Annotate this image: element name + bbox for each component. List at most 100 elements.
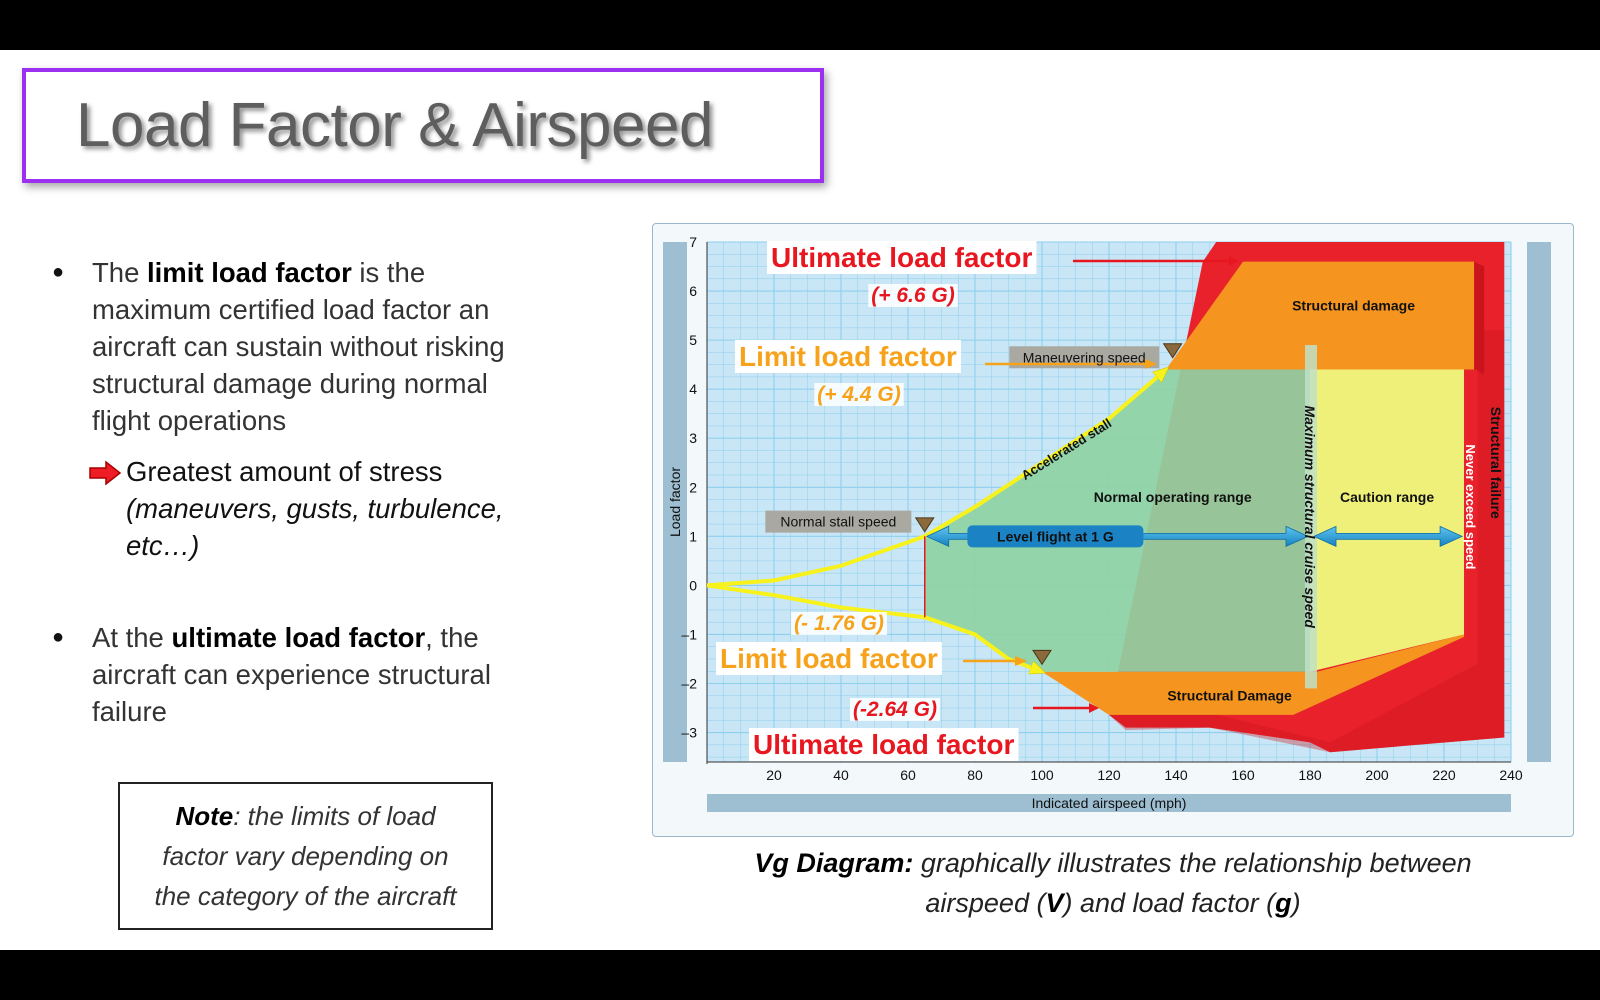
x-tick-label: 120 <box>1097 767 1121 783</box>
slide: Load Factor & Airspeed ● The limit load … <box>0 50 1600 950</box>
normal-operating-label: Normal operating range <box>1094 489 1252 505</box>
y-tick-label: 4 <box>689 381 697 397</box>
max-cruise-label: Maximum structural cruise speed <box>1302 405 1318 628</box>
bullet-text-segment: At the <box>92 622 172 653</box>
structural-damage-bottom-region <box>1042 634 1465 715</box>
structural-damage-top-region <box>1165 261 1475 370</box>
never-exceed-label: Never exceed speed <box>1463 444 1478 569</box>
bullet-text-segment: is the <box>351 257 426 288</box>
y-axis-label: Load factor <box>667 467 683 537</box>
caution-flight-arrow <box>1313 525 1464 547</box>
caption-bold: Vg Diagram: <box>754 848 914 878</box>
y-tick-label: 2 <box>689 479 697 495</box>
x-tick-label: 40 <box>833 767 849 783</box>
y-tick-label: –1 <box>681 626 697 642</box>
maneuvering-speed-marker <box>1162 343 1183 359</box>
y-tick-label: 7 <box>689 234 697 250</box>
ultimate-top-label: Ultimate load factor <box>771 242 1032 273</box>
structural-failure-shade <box>1109 330 1505 753</box>
bullet-text-segment: The <box>92 257 148 288</box>
negative-stall-marker <box>1032 649 1052 666</box>
bullet-text-segment: , the <box>425 622 479 653</box>
caption-g: g <box>1275 888 1292 918</box>
limit-bottom-label: Limit load factor <box>720 643 938 674</box>
bullet-line: aircraft can experience structural <box>92 659 491 690</box>
note-line: factor vary depending on <box>162 841 449 871</box>
sub-bullet-text: Greatest amount of stress (maneuvers, gu… <box>126 453 504 564</box>
structural-damage-bottom-label: Structural Damage <box>1167 688 1292 704</box>
y-tick-label: 5 <box>689 332 697 348</box>
caution-range-region <box>1310 369 1465 672</box>
regions <box>924 242 1505 753</box>
x-tick-label: 200 <box>1365 767 1389 783</box>
bullet-line: structural damage during normal <box>92 368 488 399</box>
bullet-line: maximum certified load factor an <box>92 294 490 325</box>
ultimate-bottom-value: (-2.64 G) <box>853 698 937 721</box>
sub-bullet-line-italic: etc…) <box>126 530 200 561</box>
caption-line: airspeed ( <box>925 888 1046 918</box>
bullet-line: aircraft can sustain without risking <box>92 331 505 362</box>
bullet-text: At the ultimate load factor, the aircraf… <box>92 619 491 730</box>
y-tick-label: 0 <box>689 577 697 593</box>
x-tick-label: 140 <box>1164 767 1188 783</box>
ultimate-top-value: (+ 6.6 G) <box>871 284 954 307</box>
slide-title: Load Factor & Airspeed <box>76 91 713 160</box>
right-side-bar <box>1527 242 1551 762</box>
structural-failure-label: Structural failure <box>1488 407 1504 519</box>
note-bold: Note <box>175 801 234 831</box>
positive-stall-curve <box>706 370 1166 588</box>
y-tick-label: 3 <box>689 430 697 446</box>
level-flight-label-bg <box>967 525 1144 548</box>
caption-line: ) <box>1291 888 1301 918</box>
normal-stall-speed-label-bg <box>765 510 912 533</box>
maneuvering-speed-label: Maneuvering speed <box>1023 349 1146 365</box>
max-cruise-bar <box>1305 345 1317 689</box>
x-tick-label: 20 <box>766 767 782 783</box>
limit-bottom-value: (- 1.76 G) <box>794 612 884 635</box>
y-tick-label: –2 <box>681 676 697 692</box>
structural-damage-top-edge <box>1474 261 1485 375</box>
x-tick-label: 80 <box>967 767 983 783</box>
x-tick-label: 240 <box>1499 767 1523 783</box>
note-line: the category of the aircraft <box>154 881 457 911</box>
bullet-line: failure <box>92 696 167 727</box>
limit-bottom-label-bg <box>716 642 942 675</box>
y-tick-label: 6 <box>689 283 697 299</box>
limit-top-value-bg <box>814 383 904 406</box>
caption-v: V <box>1045 888 1064 918</box>
x-tick-label: 180 <box>1298 767 1322 783</box>
caution-range-label: Caution range <box>1340 489 1434 505</box>
note-line: : the limits of load <box>233 801 436 831</box>
limit-top-label-bg <box>735 340 961 373</box>
bullet-marker: ● <box>52 626 65 648</box>
x-axis-label: Indicated airspeed (mph) <box>1032 795 1187 811</box>
red-arrow-icon <box>89 460 122 486</box>
ultimate-top-label-bg <box>767 241 1037 274</box>
structural-damage-top-label: Structural damage <box>1292 298 1415 314</box>
title-box: Load Factor & Airspeed <box>22 68 824 183</box>
ultimate-bottom-label: Ultimate load factor <box>753 729 1014 760</box>
normal-stall-speed-marker <box>914 517 935 533</box>
caption-line: graphically illustrates the relationship… <box>913 848 1472 878</box>
y-tick-label: 1 <box>689 528 697 544</box>
bullet-line: flight operations <box>92 405 287 436</box>
caption-line: ) and load factor ( <box>1063 888 1276 918</box>
x-tick-label: 60 <box>900 767 916 783</box>
diagram-caption: Vg Diagram: graphically illustrates the … <box>652 843 1574 923</box>
ultimate-bottom-label-bg <box>749 728 1019 761</box>
left-side-bar <box>663 242 687 762</box>
bullet-text: The limit load factor is the maximum cer… <box>92 254 505 439</box>
bullet-bold-term: ultimate load factor <box>171 622 426 653</box>
x-tick-label: 160 <box>1231 767 1255 783</box>
normal-stall-speed-label: Normal stall speed <box>780 514 896 530</box>
sub-bullet-line: Greatest amount of stress <box>126 456 443 487</box>
level-flight-label: Level flight at 1 G <box>997 528 1114 544</box>
ultimate-top-value-bg <box>868 284 958 307</box>
x-tick-label: 220 <box>1432 767 1456 783</box>
note-box: Note: the limits of load factor vary dep… <box>118 782 493 930</box>
bullet-marker: ● <box>52 261 65 283</box>
never-exceed-bar <box>1464 369 1478 635</box>
